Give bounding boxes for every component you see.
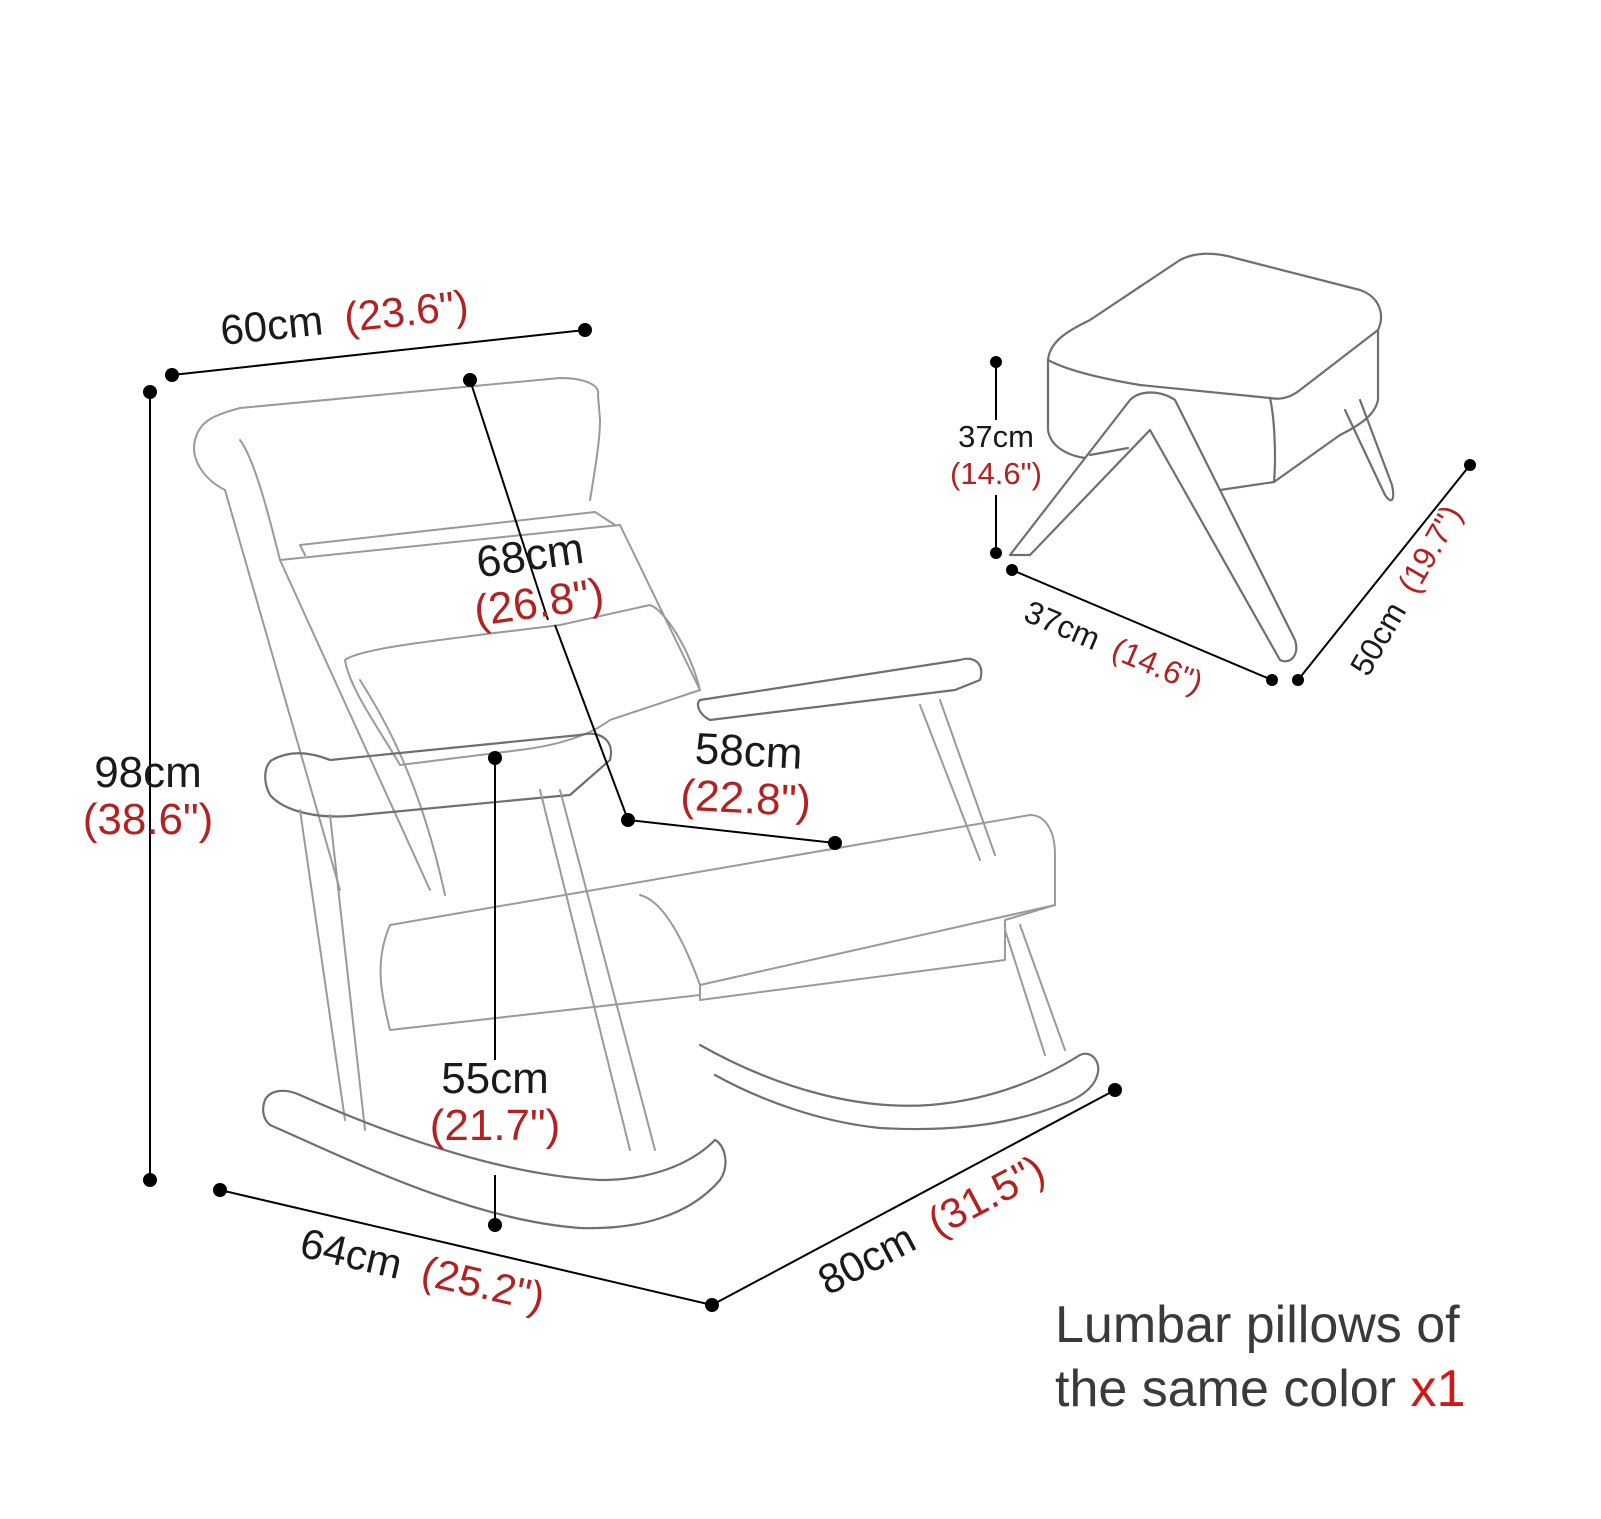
dim-point	[143, 385, 157, 399]
dim-point	[213, 1183, 227, 1197]
dim-point	[165, 368, 179, 382]
chair-back-rocker	[698, 1043, 1100, 1131]
chair-seat-cushion	[389, 814, 1056, 986]
dim-point	[1292, 674, 1304, 686]
seat-depth-inch: (22.8")	[679, 771, 812, 827]
base-width-label: 64cm (25.2")	[296, 1219, 549, 1321]
dim-point	[828, 836, 842, 850]
chair-headrest	[194, 377, 601, 501]
dim-point	[1006, 564, 1018, 576]
lumbar-pillow	[344, 604, 701, 766]
chair-right-armrest	[696, 657, 983, 722]
dim-point	[990, 547, 1002, 559]
lumbar-pillow-note-line2: the same color x1	[1055, 1360, 1465, 1418]
stool-front-legs	[1008, 391, 1298, 663]
lumbar-pillow-note-line1: Lumbar pillows of	[1055, 1296, 1460, 1354]
base-length-label: 80cm (31.5")	[810, 1146, 1052, 1304]
chair-height-cm: 98cm	[94, 748, 202, 797]
chair-front-rocker	[262, 1089, 727, 1230]
dim-point	[578, 323, 592, 337]
chair-backrest	[279, 524, 701, 691]
dim-point	[1108, 1083, 1122, 1097]
dim-point	[488, 1218, 502, 1232]
chair-width-label: 60cm (23.6")	[218, 281, 471, 354]
stool-cushion-top	[1046, 252, 1383, 400]
pillow-quantity: x1	[1411, 1360, 1466, 1418]
dim-point	[143, 1173, 157, 1187]
stool-length-label: 50cm (19.7")	[1343, 499, 1469, 682]
stool-back-leg	[1343, 398, 1395, 502]
dim-point	[1464, 459, 1476, 471]
seat-height-inch: (21.7")	[430, 1101, 561, 1150]
stool-drawing	[1008, 252, 1395, 663]
rocking-chair-drawing	[193, 377, 1100, 1230]
dimension-lines	[143, 323, 1476, 1312]
seat-height-cm: 55cm	[441, 1054, 549, 1103]
stool-height-cm: 37cm	[958, 419, 1034, 454]
chair-height-inch: (38.6")	[83, 795, 214, 844]
dim-point	[463, 373, 477, 387]
dim-point	[488, 751, 502, 765]
chair-left-armrest	[264, 732, 613, 818]
stool-height-inch: (14.6")	[950, 456, 1042, 491]
dim-point	[1266, 674, 1278, 686]
dim-point	[990, 356, 1002, 368]
seat-depth-cm: 58cm	[694, 724, 804, 779]
stool-width-label: 37cm (14.6")	[1019, 593, 1208, 700]
